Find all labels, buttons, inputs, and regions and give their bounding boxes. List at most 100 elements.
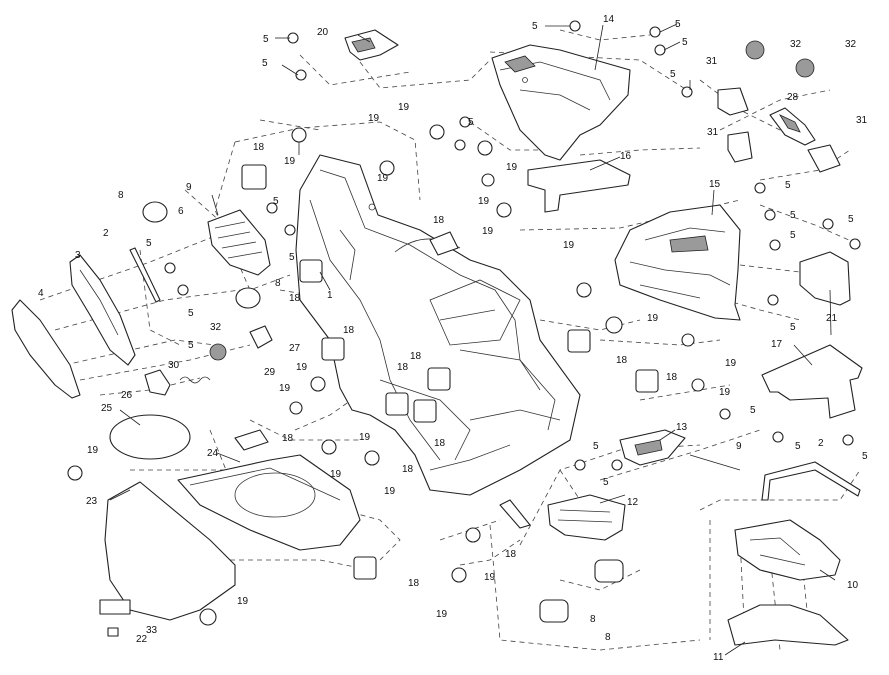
callout-19: 19 (296, 362, 308, 373)
callout-21: 21 (826, 313, 838, 324)
callout-19: 19 (725, 358, 737, 369)
callout-8: 8 (590, 614, 596, 625)
callout-5: 5 (603, 477, 609, 488)
callout-22: 22 (136, 634, 148, 645)
callout-19: 19 (330, 469, 342, 480)
callout-5: 5 (146, 238, 152, 249)
part-24-lower-tray (177, 454, 361, 551)
callout-4: 4 (38, 288, 44, 299)
callout-labels: 1 2 2 3 4 5 5 5 5 5 5 5 5 5 5 5 5 5 5 5 … (38, 14, 868, 663)
callout-19: 19 (647, 313, 659, 324)
callout-11: 11 (713, 652, 724, 663)
callout-15: 15 (709, 179, 721, 190)
callout-31: 31 (706, 56, 718, 67)
callout-29: 29 (264, 367, 276, 378)
callout-32: 32 (210, 322, 222, 333)
callout-5: 5 (790, 210, 796, 221)
callout-19: 19 (87, 445, 99, 456)
callout-5: 5 (263, 34, 269, 45)
callout-19: 19 (237, 596, 249, 607)
part-12-bracket (547, 494, 626, 541)
callout-8: 8 (275, 278, 281, 289)
part-32-grommets (209, 40, 815, 361)
callout-18: 18 (434, 438, 446, 449)
callout-19: 19 (563, 240, 575, 251)
callout-leaders (109, 23, 836, 656)
callout-19: 19 (398, 102, 410, 113)
part-21-bracket (799, 251, 851, 306)
callout-3: 3 (75, 250, 81, 261)
part-6-vent (207, 209, 271, 276)
part-20-bracket (344, 29, 399, 61)
callout-5: 5 (468, 117, 474, 128)
callout-18: 18 (410, 351, 422, 362)
callout-8: 8 (605, 632, 611, 643)
part-19-push-rivets (67, 124, 705, 626)
callout-5: 5 (682, 37, 688, 48)
callout-5: 5 (273, 196, 279, 207)
callout-28: 28 (787, 92, 799, 103)
part-9-rods (211, 194, 741, 471)
callout-12: 12 (627, 497, 639, 508)
part-31-clips (717, 87, 841, 173)
callout-5: 5 (795, 441, 801, 452)
callout-32: 32 (845, 39, 857, 50)
part-8-sleeves (142, 201, 624, 623)
part-27-clip (249, 325, 273, 349)
part-17-bent-bracket (761, 344, 863, 419)
callout-5: 5 (262, 58, 268, 69)
part-18-clips (234, 164, 659, 580)
callout-9: 9 (736, 441, 742, 452)
part-2-side-strip (129, 247, 161, 303)
callout-5: 5 (790, 230, 796, 241)
callout-19: 19 (279, 383, 291, 394)
callout-20: 20 (317, 27, 329, 38)
callout-19: 19 (368, 113, 380, 124)
callout-6: 6 (178, 206, 184, 217)
callout-19: 19 (377, 173, 389, 184)
callout-24: 24 (207, 448, 219, 459)
callout-2: 2 (818, 438, 824, 449)
part-13-bracket (619, 429, 686, 466)
callout-16: 16 (620, 151, 632, 162)
callout-31: 31 (707, 127, 719, 138)
callout-10: 10 (847, 580, 859, 591)
part-26-clip (144, 369, 171, 396)
main-frame-part-1 (295, 154, 581, 496)
callout-2: 2 (103, 228, 109, 239)
part-16-flat-bracket (527, 159, 631, 213)
callout-5: 5 (593, 441, 599, 452)
callout-25: 25 (101, 403, 113, 414)
callout-27: 27 (289, 343, 301, 354)
callout-31: 31 (856, 115, 868, 126)
callout-18: 18 (289, 293, 301, 304)
callout-19: 19 (359, 432, 371, 443)
callout-5: 5 (289, 252, 295, 263)
callout-19: 19 (484, 572, 496, 583)
callout-5: 5 (790, 322, 796, 333)
callout-19: 19 (506, 162, 518, 173)
part-14-upper-panel (491, 44, 631, 161)
callout-18: 18 (402, 464, 414, 475)
callout-19: 19 (478, 196, 490, 207)
callout-9: 9 (186, 182, 192, 193)
callout-5: 5 (532, 21, 538, 32)
callout-13: 13 (676, 422, 688, 433)
callout-33: 33 (146, 625, 158, 636)
callout-5: 5 (188, 308, 194, 319)
part-3-side-panel (69, 254, 136, 366)
callout-18: 18 (666, 372, 678, 383)
callout-17: 17 (771, 339, 783, 350)
callout-18: 18 (397, 362, 409, 373)
callout-18: 18 (505, 549, 517, 560)
part-23-lower-panel (99, 481, 236, 637)
callout-30: 30 (168, 360, 180, 371)
callout-19: 19 (436, 609, 448, 620)
callout-5: 5 (848, 214, 854, 225)
part-15-dash-module (614, 204, 741, 321)
part-10-panel (734, 519, 841, 581)
part-28-latch (769, 107, 816, 146)
assembly-guide-lines (39, 29, 861, 651)
callout-8: 8 (118, 190, 124, 201)
